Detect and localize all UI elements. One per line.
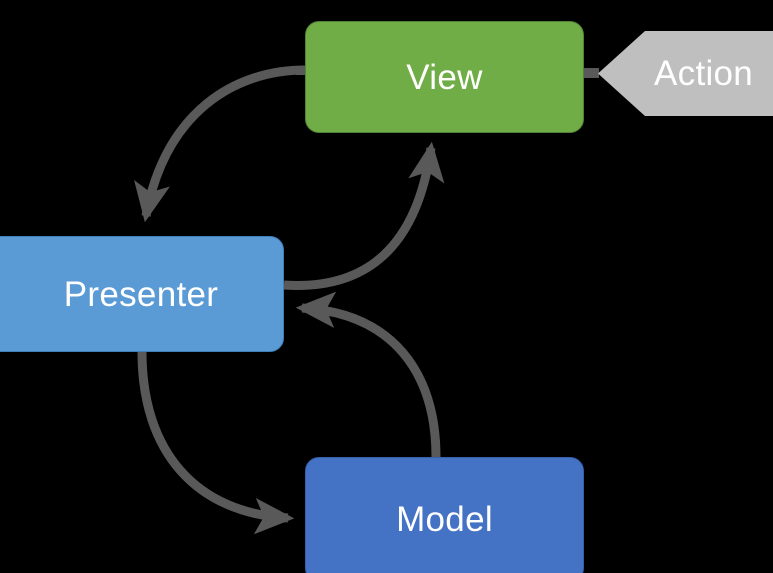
edge-presenter-to-view: [283, 141, 445, 290]
edge-presenter-to-model: [137, 351, 295, 535]
node-presenter-label: Presenter: [63, 274, 219, 314]
edge-view-to-presenter: [134, 65, 306, 223]
node-view[interactable]: View: [305, 21, 584, 133]
node-view-label: View: [406, 57, 483, 97]
node-model[interactable]: Model: [305, 457, 584, 573]
edge-action-to-view: [583, 68, 599, 78]
node-action-label: Action: [654, 54, 754, 93]
node-action-arrow[interactable]: Action: [598, 31, 773, 116]
edge-model-to-presenter: [295, 291, 441, 458]
node-presenter[interactable]: Presenter: [0, 236, 284, 352]
node-model-label: Model: [396, 500, 493, 539]
